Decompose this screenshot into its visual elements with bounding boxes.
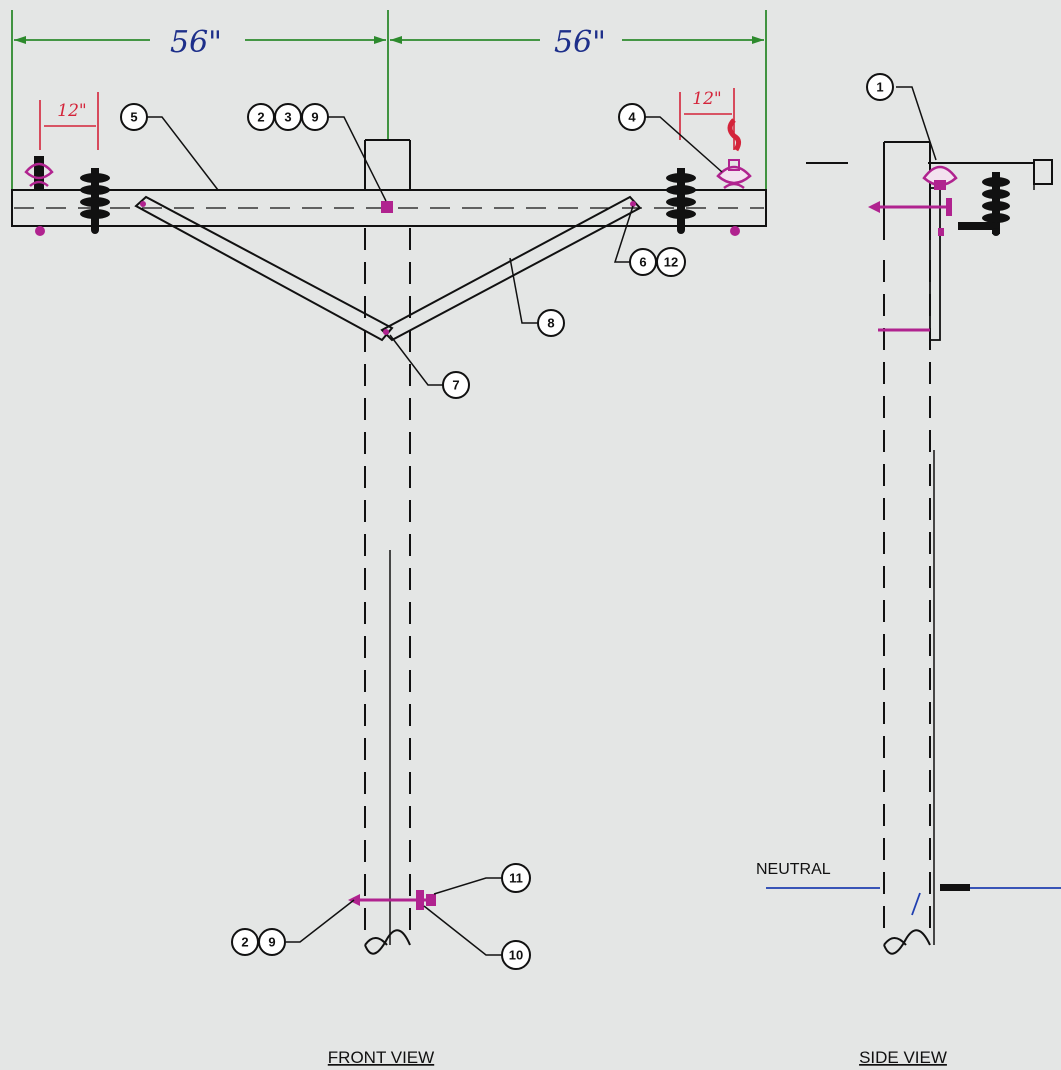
svg-text:9: 9 [268, 935, 275, 950]
side-neutral-attachment [766, 884, 1061, 916]
svg-text:11: 11 [509, 871, 523, 886]
callout-11: 11 [501, 863, 531, 893]
right-insulator-offset: 12" [692, 89, 721, 109]
side-insulator-icon [922, 165, 958, 190]
callout-4: 4 [618, 103, 646, 131]
insulator-offset-markups [39, 88, 742, 152]
svg-text:6: 6 [639, 255, 646, 270]
callout-2-9-bottom: 2 9 [231, 928, 286, 956]
callout-5: 5 [120, 103, 148, 131]
svg-text:4: 4 [628, 110, 636, 125]
left-insulator-offset: 12" [57, 101, 86, 121]
callout-10: 10 [501, 940, 531, 970]
right-span-dimension: 56" [554, 25, 606, 60]
left-span-dimension: 56" [170, 25, 222, 60]
callout-1: 1 [866, 73, 894, 101]
side-crossarm-hardware [806, 159, 1053, 236]
front-pole [364, 139, 411, 955]
svg-text:5: 5 [130, 110, 137, 125]
svg-text:2: 2 [241, 935, 248, 950]
left-pin-insulator-icon [24, 156, 54, 236]
right-surge-arrester-icon [666, 168, 696, 234]
callout-8: 8 [537, 309, 565, 337]
dimension-lines [11, 10, 767, 190]
svg-text:1: 1 [876, 80, 883, 95]
right-pin-insulator-icon [716, 159, 752, 236]
crossarm-braces [134, 195, 642, 342]
svg-text:2: 2 [257, 110, 264, 125]
svg-text:7: 7 [452, 378, 459, 393]
neutral-label: NEUTRAL [756, 861, 831, 878]
svg-text:9: 9 [311, 110, 318, 125]
svg-text:12: 12 [664, 255, 678, 270]
svg-text:3: 3 [284, 110, 291, 125]
svg-text:8: 8 [547, 316, 554, 331]
svg-text:10: 10 [509, 948, 523, 963]
callout-7: 7 [442, 371, 470, 399]
side-pole [878, 141, 941, 955]
side-surge-arrester-icon [958, 172, 1010, 236]
callout-leaders [147, 86, 937, 956]
front-neutral-bolt [348, 890, 436, 910]
side-view-title: SIDE VIEW [859, 1048, 947, 1067]
callout-2-3-9: 2 3 9 [247, 103, 329, 131]
callout-6-12: 6 12 [629, 247, 686, 277]
crossarm [11, 189, 767, 227]
left-surge-arrester-icon [80, 168, 110, 234]
front-view-title: FRONT VIEW [328, 1048, 434, 1067]
